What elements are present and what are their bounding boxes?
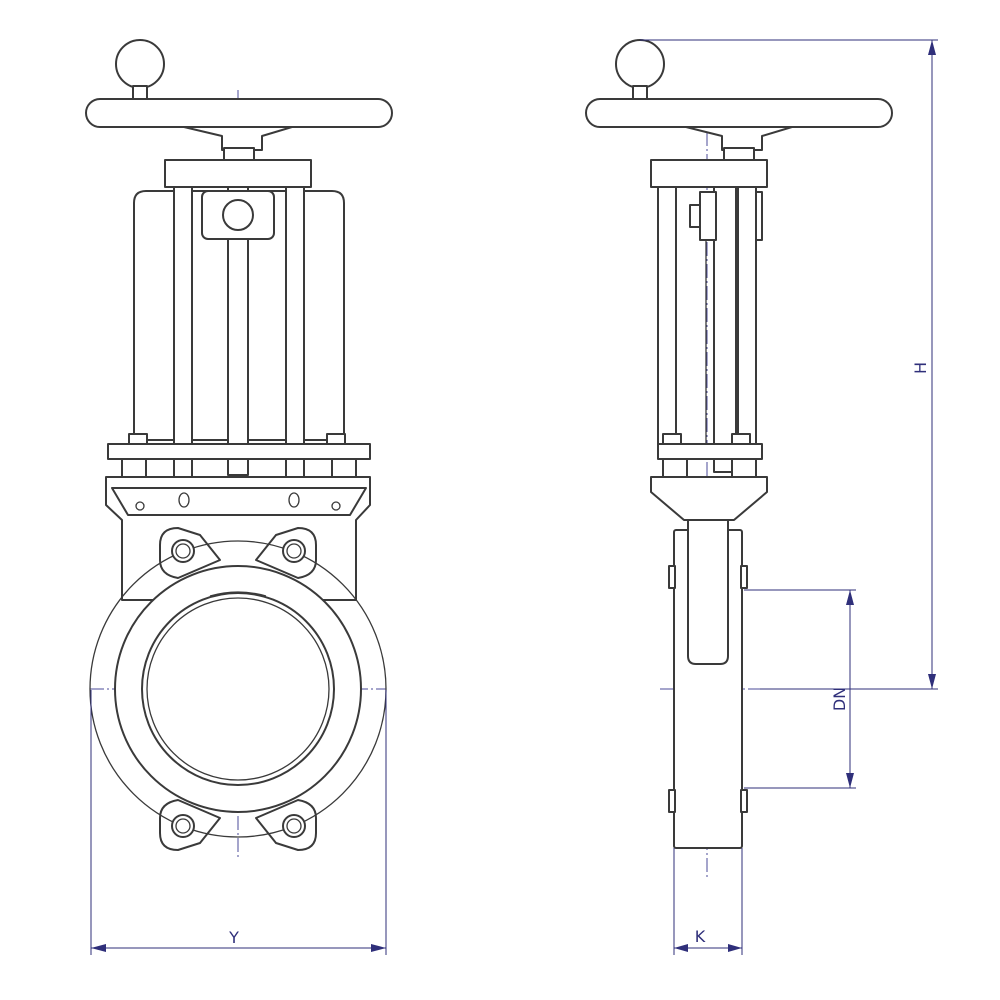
front-left-column (173, 186, 193, 478)
front-body-hole-1 (135, 501, 145, 511)
side-gate (687, 519, 729, 665)
front-left-spacer (121, 458, 147, 478)
front-stem-block-hole (222, 199, 254, 231)
front-gate-edge (209, 591, 267, 597)
front-gland-plate (107, 443, 371, 460)
y-dimension: Y (90, 690, 387, 955)
front-knob-stem (132, 85, 148, 101)
side-bracket (755, 191, 763, 241)
side-left-lug-bottom (668, 789, 676, 813)
side-right-nut (731, 433, 751, 445)
side-handwheel-rim (585, 98, 893, 128)
front-view: Y (85, 39, 393, 955)
side-spacer-2 (731, 458, 757, 478)
front-bolt-holes (171, 539, 306, 838)
front-right-column (285, 186, 305, 478)
h-dimension: H (640, 39, 938, 690)
side-handwheel-hub (685, 126, 793, 151)
front-body-hole-2 (331, 501, 341, 511)
front-bore-outer (141, 592, 335, 786)
side-stem-bolt (689, 204, 701, 228)
h-dimension-label: H (911, 362, 930, 374)
side-stem-block (699, 191, 717, 241)
side-left-lug-top (668, 565, 676, 589)
side-body-top (650, 476, 768, 521)
side-right-lug-top (740, 565, 748, 589)
side-top-plate (650, 159, 768, 188)
front-handwheel-hub (183, 126, 293, 151)
side-left-column (657, 186, 677, 448)
side-gland-plate (657, 443, 763, 460)
front-right-nut (326, 433, 346, 445)
front-handwheel-knob (115, 39, 165, 89)
side-spacer-1 (662, 458, 688, 478)
front-body-slot-2 (288, 492, 300, 508)
front-stem-nut (223, 147, 255, 161)
front-body-inner-line (111, 487, 367, 516)
side-right-lug-bottom (740, 789, 748, 813)
y-dimension-label: Y (228, 928, 239, 947)
side-knob-stem (632, 85, 648, 101)
side-right-column (737, 186, 757, 448)
front-stem (227, 186, 249, 476)
k-dimension-label: K (695, 927, 706, 946)
front-handwheel-rim (85, 98, 393, 128)
front-bore-inner (146, 597, 330, 781)
front-top-plate (164, 159, 312, 188)
front-body-slot-1 (178, 492, 190, 508)
k-dimension: K (673, 848, 743, 955)
front-flange-outline (89, 540, 387, 838)
side-view: DN H K (585, 39, 938, 955)
front-left-nut (128, 433, 148, 445)
side-stem-nut (723, 147, 755, 161)
front-right-spacer (331, 458, 357, 478)
side-left-nut (662, 433, 682, 445)
side-stem (713, 186, 737, 473)
side-handwheel-knob (615, 39, 665, 89)
dn-dimension-label: DN (830, 687, 849, 711)
